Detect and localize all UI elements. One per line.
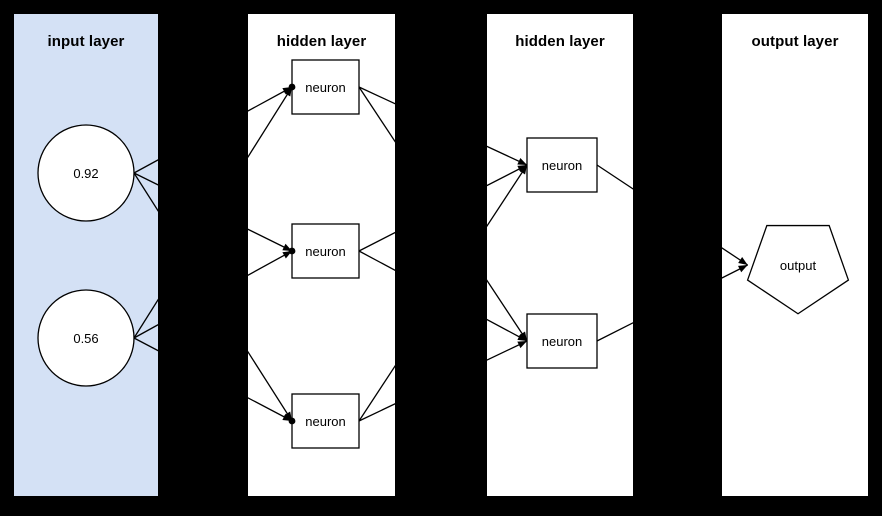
panel-hidden-layer-1: hidden layer [248, 14, 395, 496]
panel-output-layer: output layer [722, 14, 868, 496]
panel-input-layer: input layer [14, 14, 158, 496]
output-layer-title: output layer [751, 33, 839, 50]
hidden-layer-1-title: hidden layer [276, 33, 367, 50]
hidden-layer-2-title: hidden layer [515, 33, 605, 50]
panel-hidden-layer-2: hidden layer [487, 14, 633, 496]
edge-group-all [133, 86, 749, 422]
input-layer-title: input layer [47, 33, 125, 50]
